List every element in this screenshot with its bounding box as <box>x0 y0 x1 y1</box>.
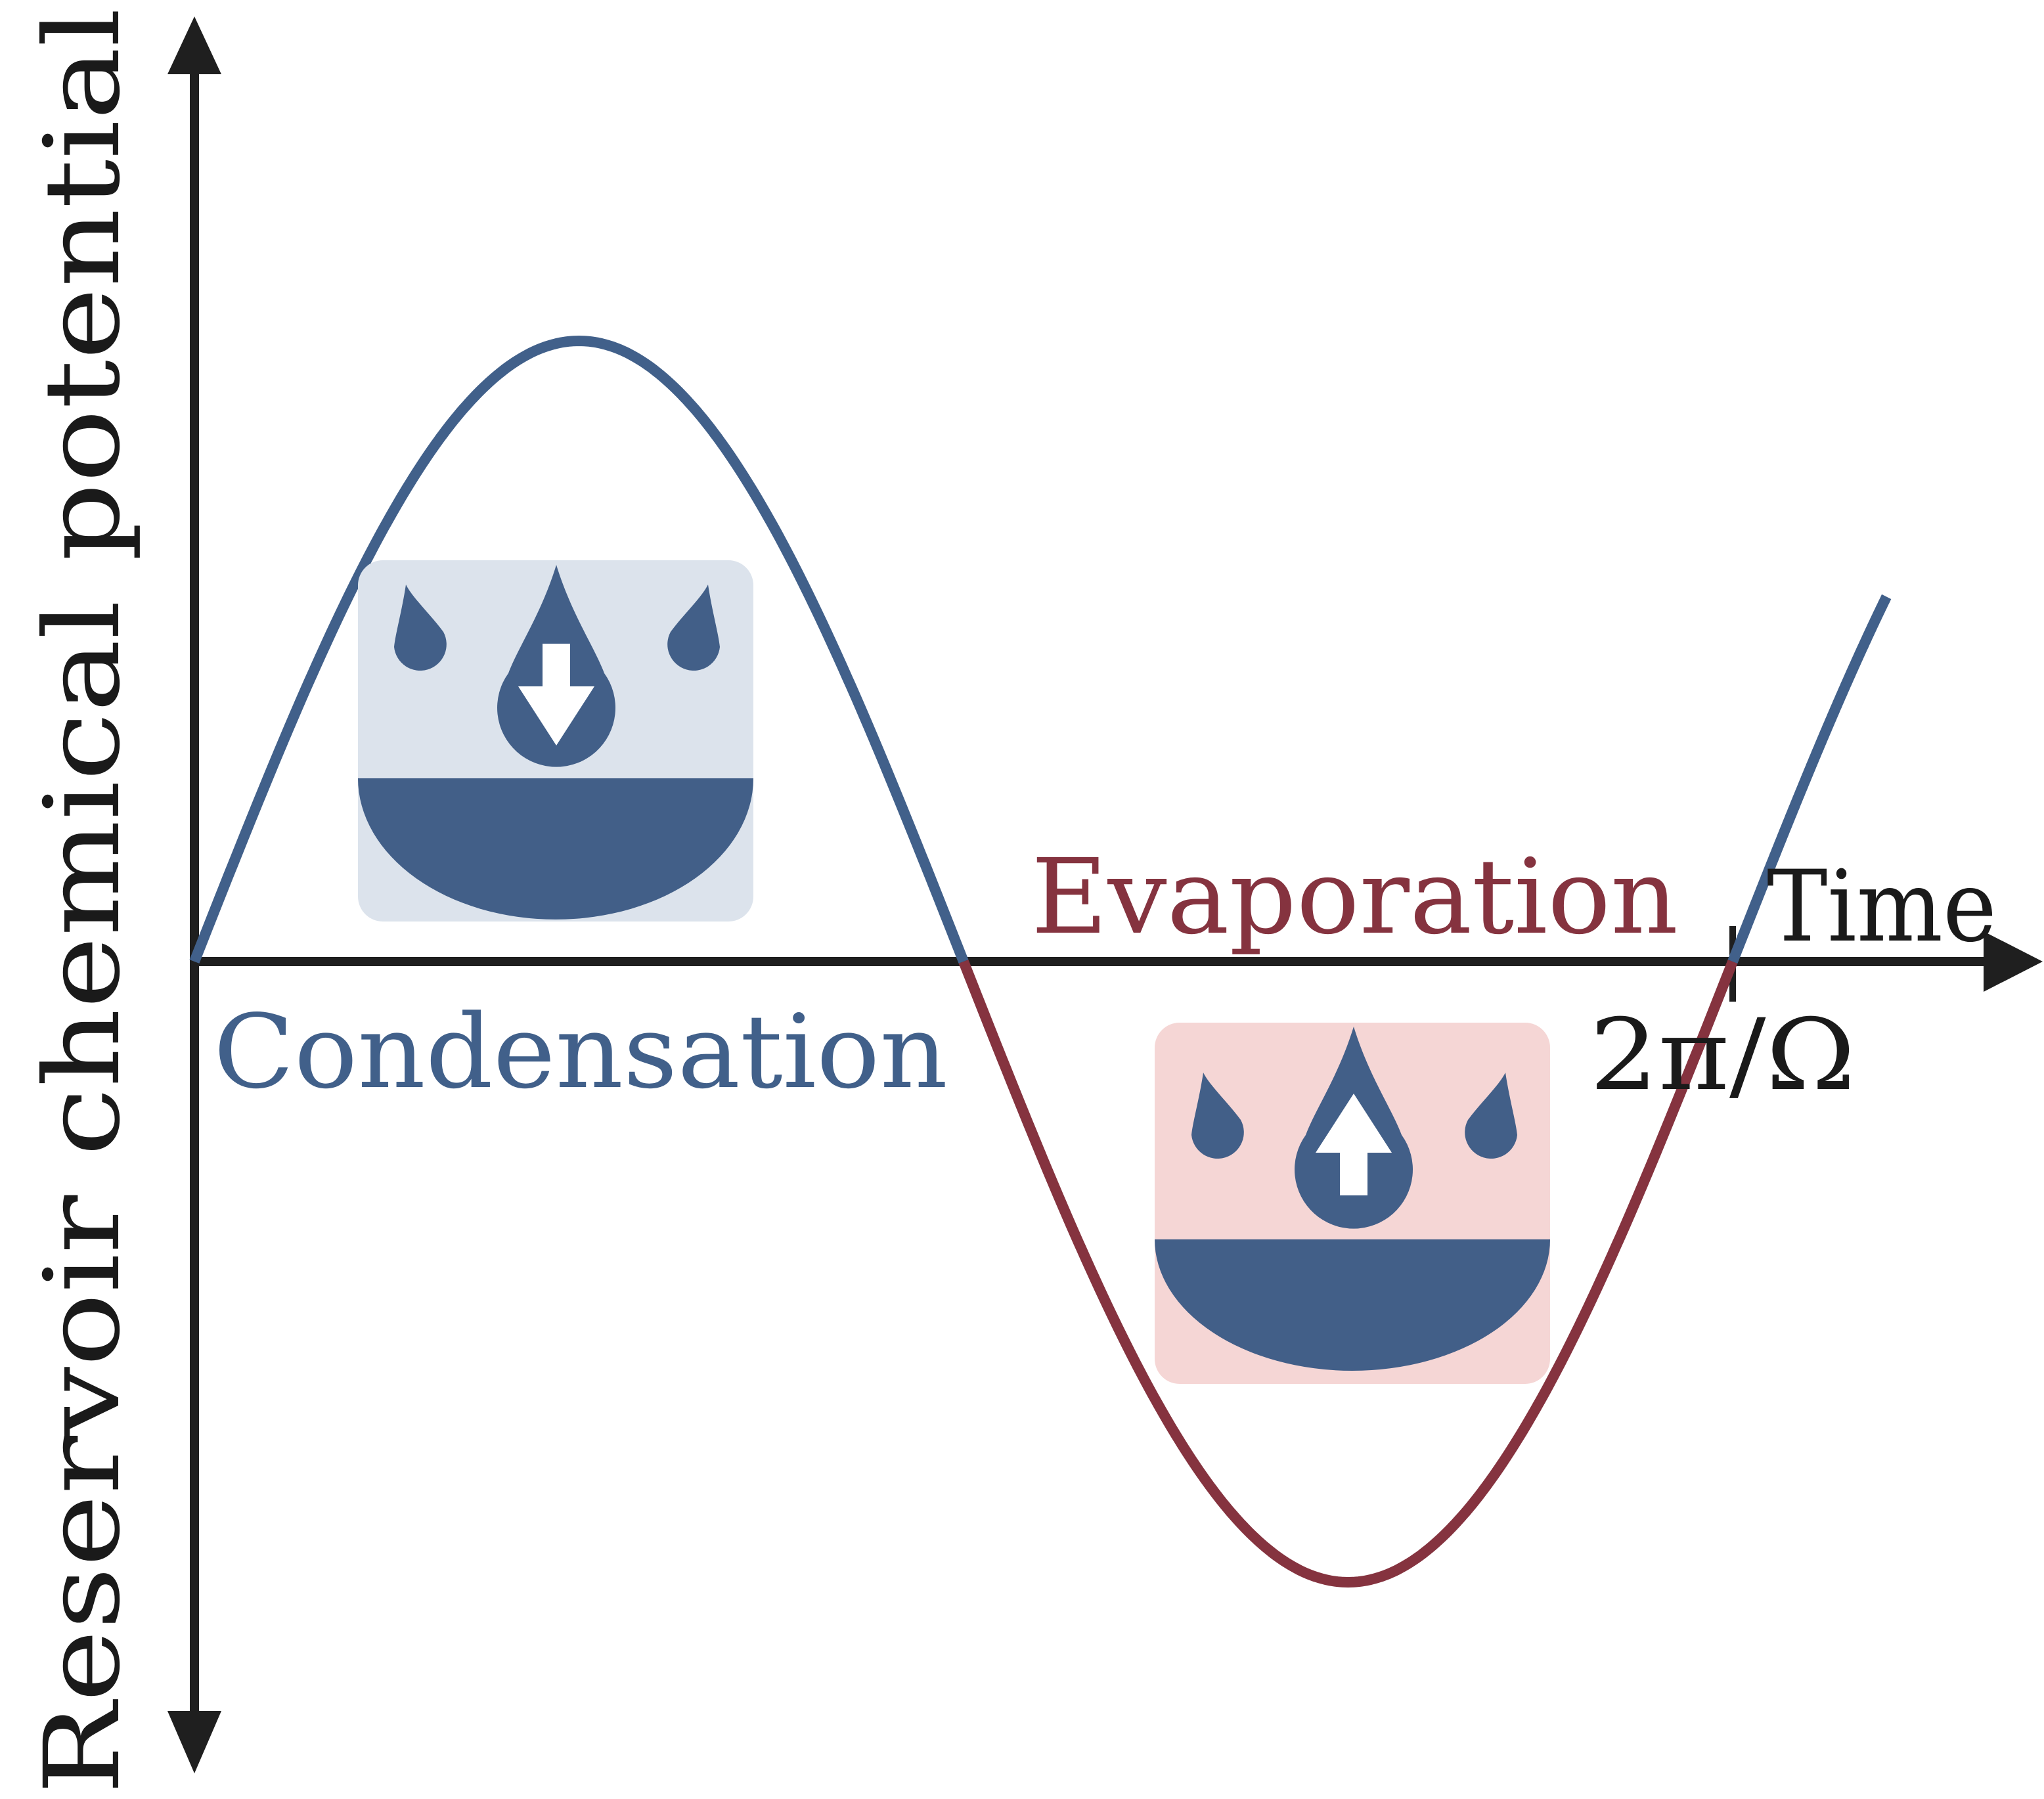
y-axis-label: Reservoir chemical potential <box>22 8 143 1794</box>
evaporation-liquid-bowl <box>1155 1239 1550 1371</box>
evaporation-label: Evaporation <box>1031 837 1678 958</box>
period-tick-label: 2π/Ω <box>1589 998 1855 1113</box>
small-droplet-icon <box>394 585 447 671</box>
small-droplet-icon <box>667 585 720 671</box>
droplet-down-arrow-icon <box>497 565 616 767</box>
curve-positive-segment <box>189 336 969 964</box>
condensation-illustration <box>358 560 753 922</box>
condensation-liquid-bowl <box>358 778 753 920</box>
y-axis-arrow-up <box>167 16 221 74</box>
droplet-up-arrow-icon <box>1295 1027 1413 1229</box>
curve-positive-segment-next <box>1727 592 1892 966</box>
condensation-label: Condensation <box>213 992 948 1111</box>
y-axis-arrow-down <box>167 1711 221 1773</box>
chemical-potential-curve <box>189 336 1892 1588</box>
small-droplet-icon <box>1465 1073 1517 1159</box>
evaporation-illustration <box>1155 1023 1550 1384</box>
curve-negative-segment <box>958 960 1738 1588</box>
x-axis-label: Time <box>1767 850 1997 964</box>
small-droplet-icon <box>1191 1073 1244 1159</box>
x-axis-arrow <box>1984 931 2043 992</box>
axes <box>167 16 2043 1773</box>
